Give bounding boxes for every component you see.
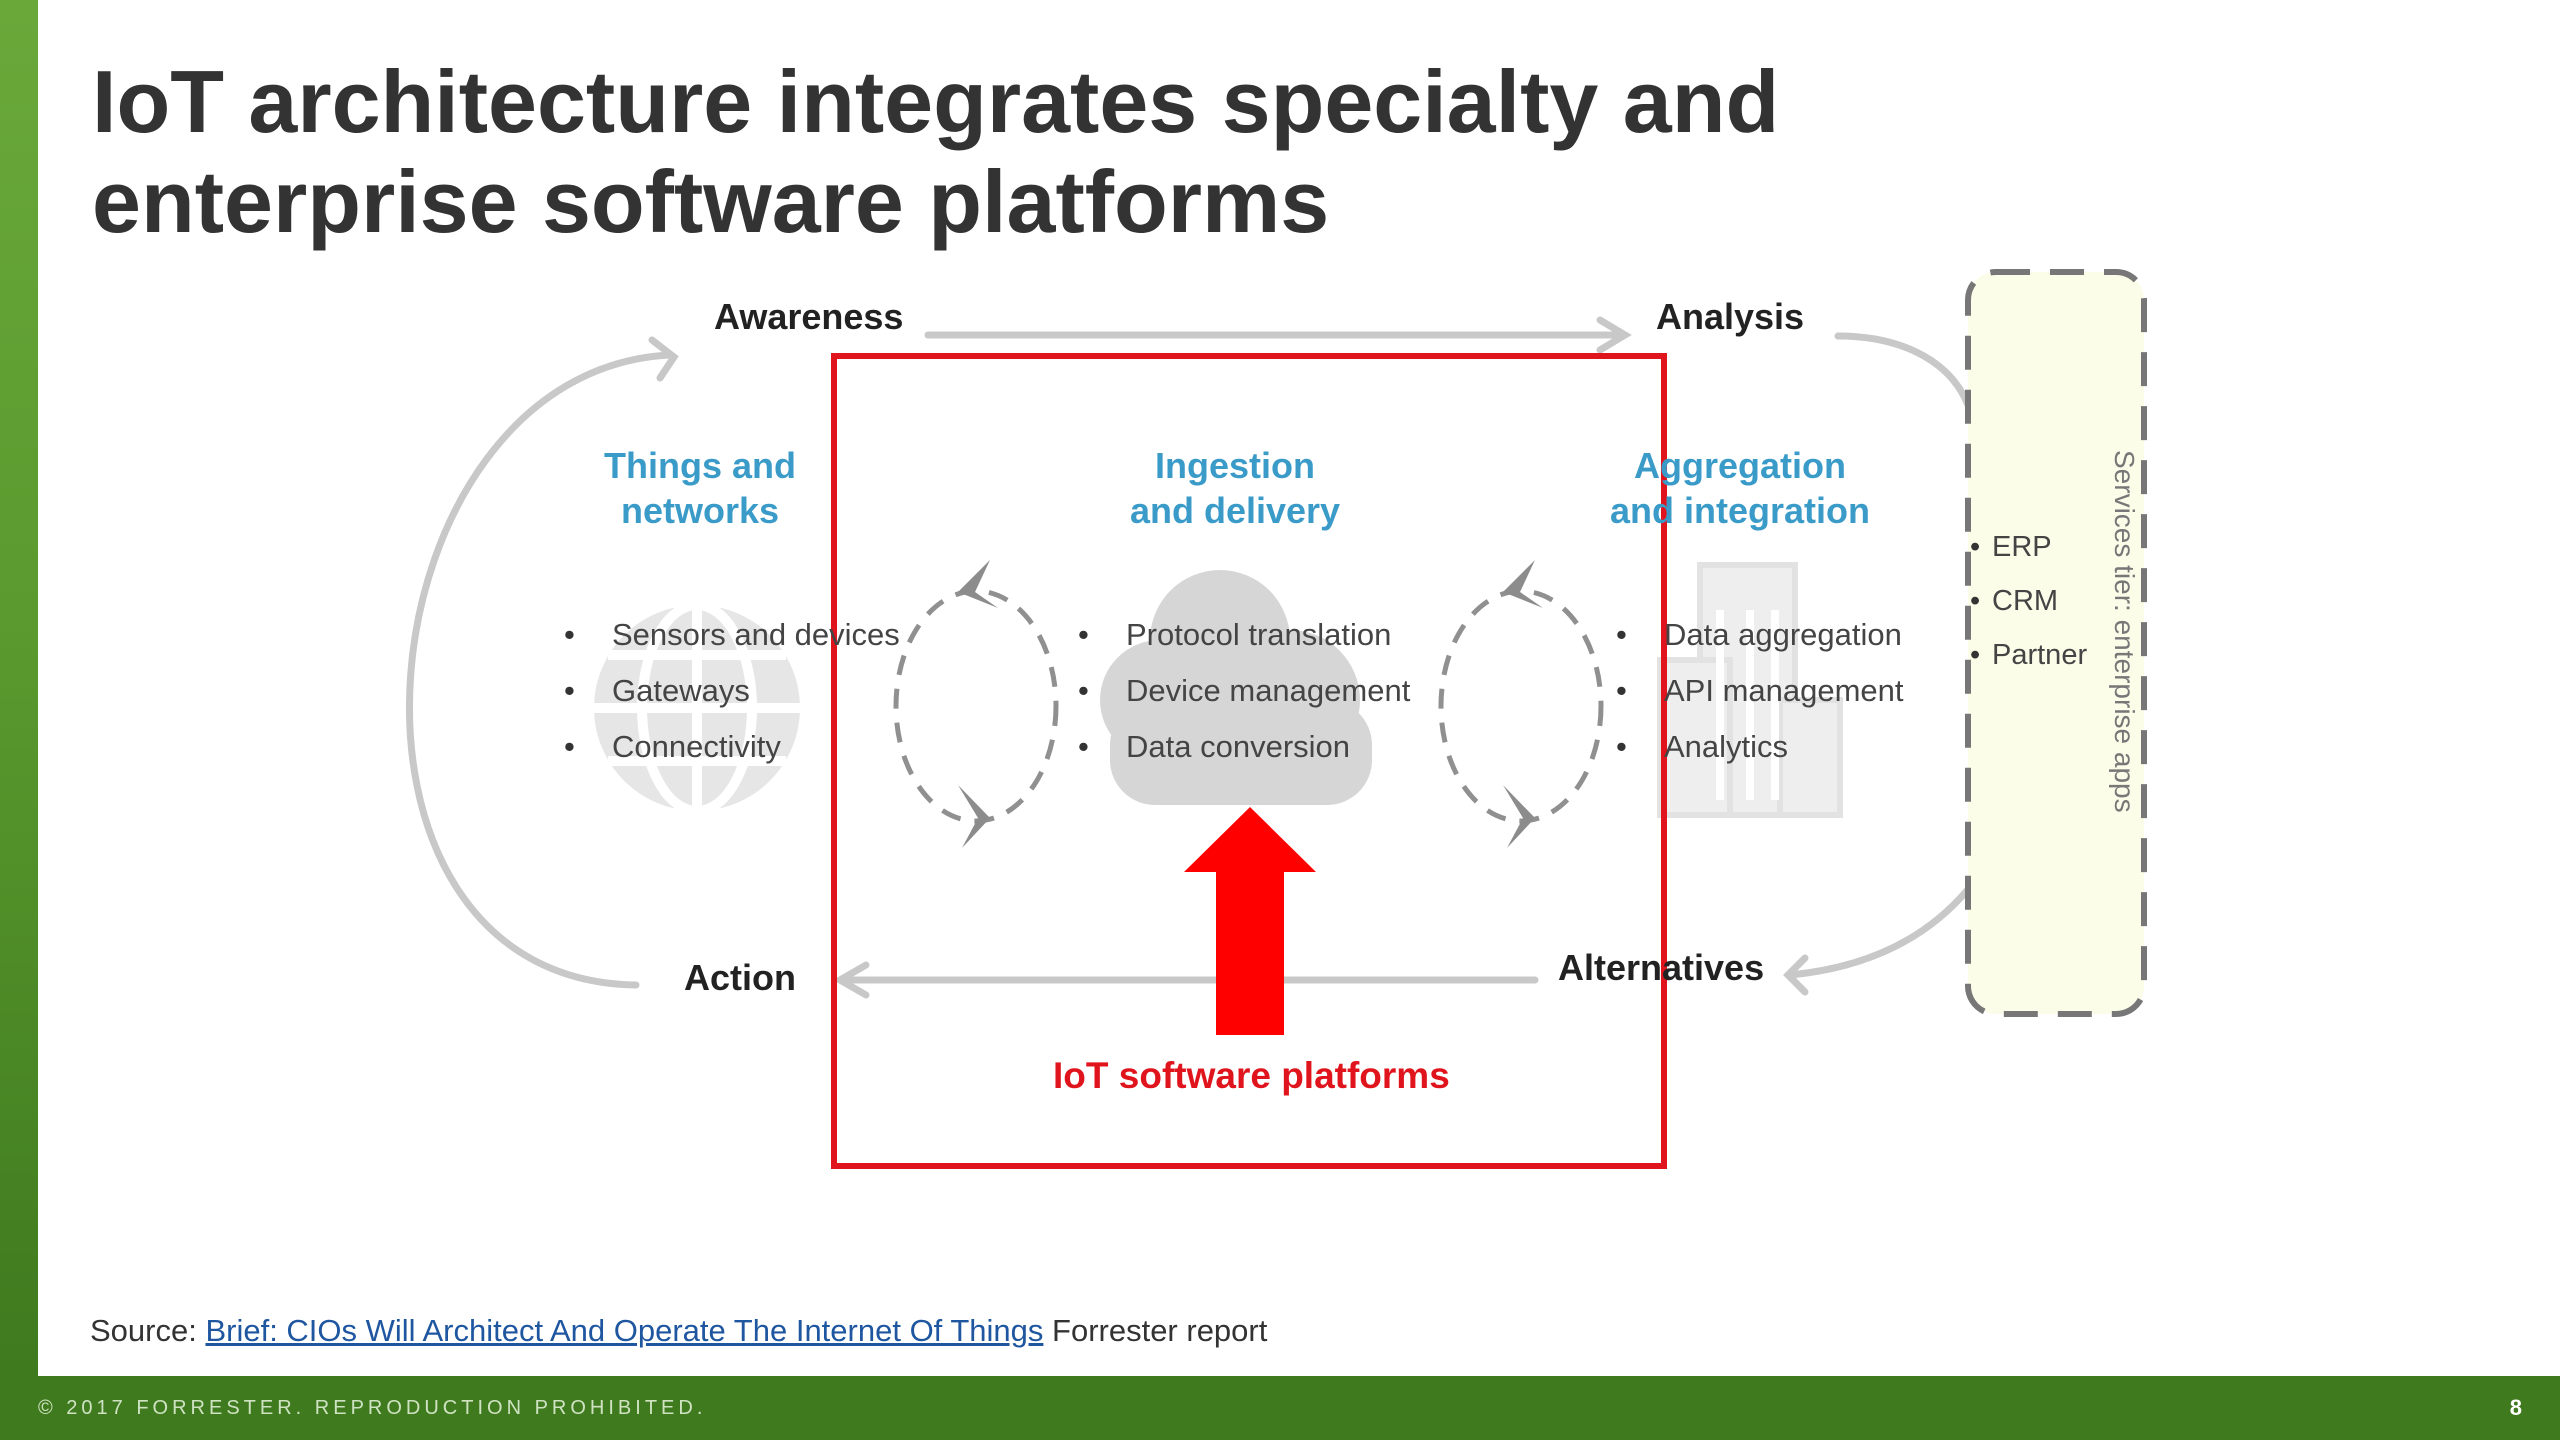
list-item: Analytics bbox=[1616, 719, 1904, 775]
page-number: 8 bbox=[2509, 1395, 2522, 1420]
copyright-notice: © 2017 FORRESTER. REPRODUCTION PROHIBITE… bbox=[38, 1397, 707, 1419]
list-item: Device management bbox=[1078, 663, 1410, 719]
source-prefix: Source: bbox=[90, 1313, 206, 1348]
category-ingestion-delivery: Ingestion and delivery bbox=[1129, 445, 1341, 531]
list-item: Connectivity bbox=[564, 719, 900, 775]
list-item: Partner bbox=[1970, 628, 2087, 682]
category-aggregation-integration: Aggregation and integration bbox=[1610, 445, 1870, 531]
source-report-link[interactable]: Brief: CIOs Will Architect And Operate T… bbox=[205, 1313, 1044, 1348]
iot-platform-label: IoT software platforms bbox=[1053, 1055, 1450, 1096]
dashed-cycle-left bbox=[893, 588, 1059, 824]
stage-awareness: Awareness bbox=[714, 296, 904, 337]
list-item: Protocol translation bbox=[1078, 607, 1410, 663]
list-item: Sensors and devices bbox=[564, 607, 900, 663]
brand-side-bar bbox=[0, 0, 38, 1376]
ingestion-list: Protocol translation Device management D… bbox=[1078, 607, 1410, 775]
list-item: Data aggregation bbox=[1616, 607, 1904, 663]
source-citation: Source: Brief: CIOs Will Architect And O… bbox=[90, 1313, 1267, 1349]
slide-title: IoT architecture integrates specialty an… bbox=[92, 52, 1780, 251]
chevron-icons bbox=[958, 560, 1543, 848]
services-tier-label: Services tier: enterprise apps bbox=[2109, 450, 2140, 813]
list-item: API management bbox=[1616, 663, 1904, 719]
dashed-cycle-right bbox=[1438, 588, 1604, 824]
list-item: ERP bbox=[1970, 520, 2087, 574]
stage-analysis: Analysis bbox=[1656, 296, 1805, 337]
category-things-networks: Things and networks bbox=[604, 445, 796, 531]
stage-action: Action bbox=[684, 957, 796, 998]
up-arrow-icon bbox=[1184, 807, 1316, 1035]
list-item: Gateways bbox=[564, 663, 900, 719]
services-list: ERP CRM Partner bbox=[1970, 520, 2087, 682]
footer-bar bbox=[0, 1376, 2560, 1440]
things-list: Sensors and devices Gateways Connectivit… bbox=[564, 607, 900, 775]
list-item: CRM bbox=[1970, 574, 2087, 628]
list-item: Data conversion bbox=[1078, 719, 1410, 775]
source-suffix: Forrester report bbox=[1043, 1313, 1268, 1348]
stage-alternatives: Alternatives bbox=[1558, 947, 1765, 988]
aggregation-list: Data aggregation API management Analytic… bbox=[1616, 607, 1904, 775]
